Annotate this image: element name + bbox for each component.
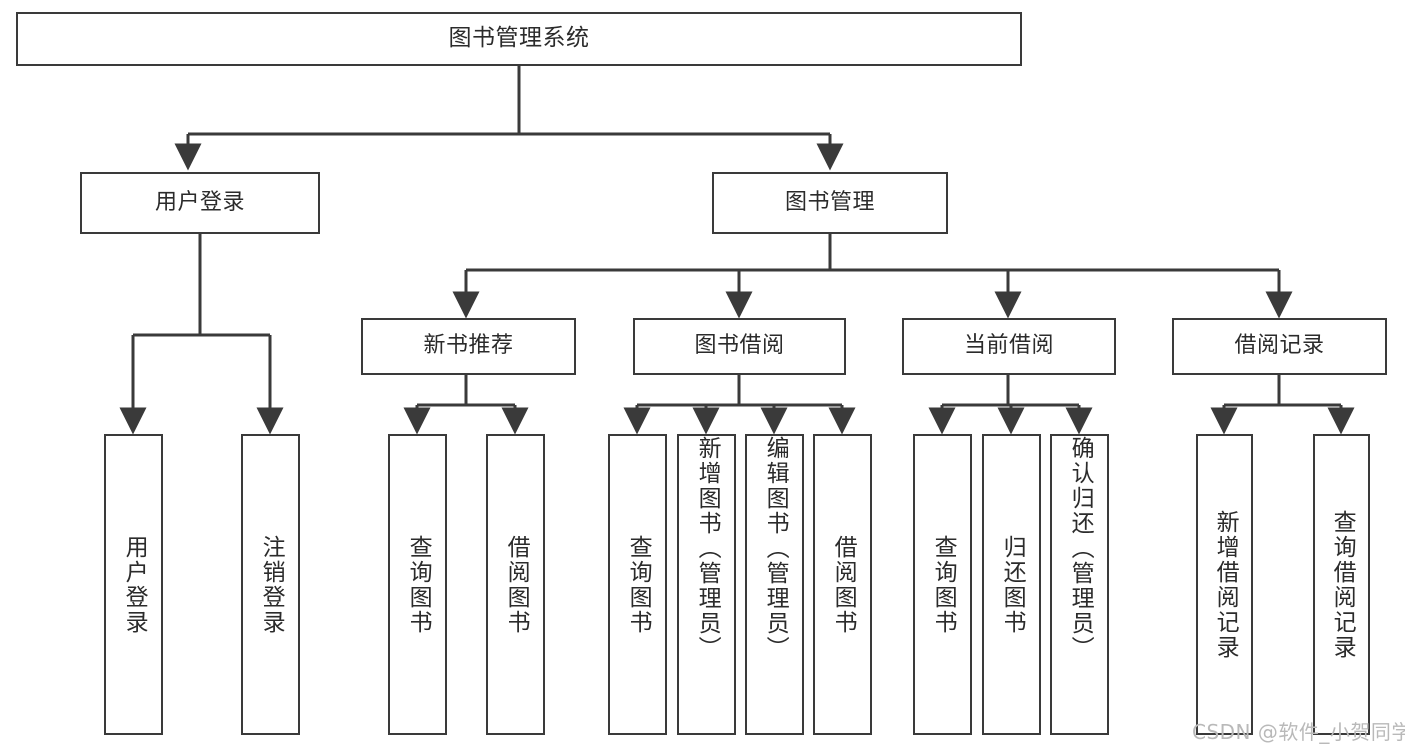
node-new-book-recommend[interactable]: 新书推荐 [361, 318, 576, 375]
leaf-user-login[interactable]: 用户登录 [104, 434, 163, 735]
node-label: 查询图书 [625, 534, 652, 635]
node-label: 用户登录 [154, 189, 245, 215]
node-label: 新增借阅记录 [1212, 509, 1239, 660]
node-label: 注销登录 [258, 534, 285, 635]
leaf-query-borrow-record[interactable]: 查询借阅记录 [1313, 434, 1370, 735]
leaf-borrow-book[interactable]: 借阅图书 [813, 434, 872, 735]
node-label: 查询图书 [930, 534, 957, 635]
node-label: 图书管理 [784, 189, 875, 215]
csdn-watermark: CSDN @软件_小贺同学 [1192, 720, 1405, 744]
leaf-add-borrow-record[interactable]: 新增借阅记录 [1196, 434, 1253, 735]
leaf-return-book[interactable]: 归还图书 [982, 434, 1041, 735]
node-book-management[interactable]: 图书管理 [712, 172, 948, 234]
node-label: 当前借阅 [963, 333, 1054, 359]
node-label: 借阅记录 [1234, 333, 1325, 359]
node-label: 查询借阅记录 [1329, 509, 1356, 660]
node-user-login[interactable]: 用户登录 [80, 172, 320, 234]
node-label: 图书管理系统 [448, 25, 590, 52]
node-label: 用户登录 [121, 534, 148, 635]
node-label: 确认归还（管理员） [1067, 436, 1094, 661]
node-label: 新增图书（管理员） [694, 436, 721, 661]
node-borrow-record[interactable]: 借阅记录 [1172, 318, 1387, 375]
node-label: 借阅图书 [830, 534, 857, 635]
node-label: 归还图书 [999, 534, 1026, 635]
node-book-borrow[interactable]: 图书借阅 [633, 318, 846, 375]
leaf-logout-login[interactable]: 注销登录 [241, 434, 300, 735]
leaf-confirm-return[interactable]: 确认归还（管理员） [1050, 434, 1109, 735]
leaf-query-book-borrow[interactable]: 查询图书 [608, 434, 667, 735]
leaf-query-book-recommend[interactable]: 查询图书 [388, 434, 447, 735]
leaf-query-book-current[interactable]: 查询图书 [913, 434, 972, 735]
node-book-management-system[interactable]: 图书管理系统 [16, 12, 1022, 66]
leaf-borrow-book-recommend[interactable]: 借阅图书 [486, 434, 545, 735]
leaf-add-book[interactable]: 新增图书（管理员） [677, 434, 736, 735]
node-label: 借阅图书 [503, 534, 530, 635]
node-label: 查询图书 [405, 534, 432, 635]
node-label: 图书借阅 [694, 333, 785, 359]
node-label: 编辑图书（管理员） [762, 436, 789, 661]
leaf-edit-book[interactable]: 编辑图书（管理员） [745, 434, 804, 735]
node-label: 新书推荐 [423, 333, 514, 359]
node-current-borrow[interactable]: 当前借阅 [902, 318, 1116, 375]
